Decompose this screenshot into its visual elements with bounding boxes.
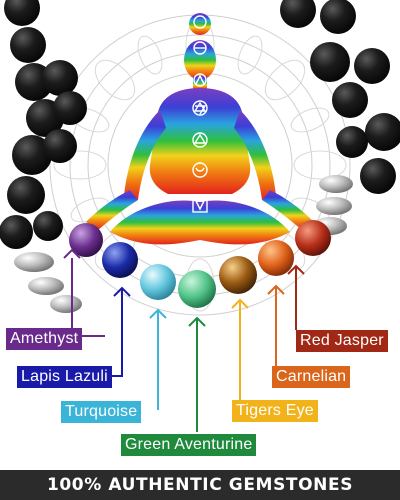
tigers-eye-bead [219,256,257,294]
label-carnelian: Carnelian [272,366,351,388]
carnelian-bead [258,240,294,276]
turquoise-bead [140,264,176,300]
silver-spacers [14,175,353,313]
label-turquoise: Turquoise [61,401,142,423]
label-green-aventurine: Green Aventurine [121,434,257,456]
lava-beads-right [280,0,400,194]
lava-beads-left [0,0,87,249]
lapis-bead [102,242,138,278]
label-tigers-eye: Tigers Eye [232,400,318,422]
label-red-jasper: Red Jasper [296,330,388,352]
label-amethyst: Amethyst [6,328,83,350]
red-jasper-bead [295,220,331,256]
label-lapis-lazuli: Lapis Lazuli [17,366,112,388]
footer-banner: 100% AUTHENTIC GEMSTONES [0,470,400,500]
chakra-symbol-icon [192,15,208,213]
green-aventurine-bead [178,270,216,308]
gemstone-beads [69,220,331,308]
amethyst-bead [69,223,103,257]
